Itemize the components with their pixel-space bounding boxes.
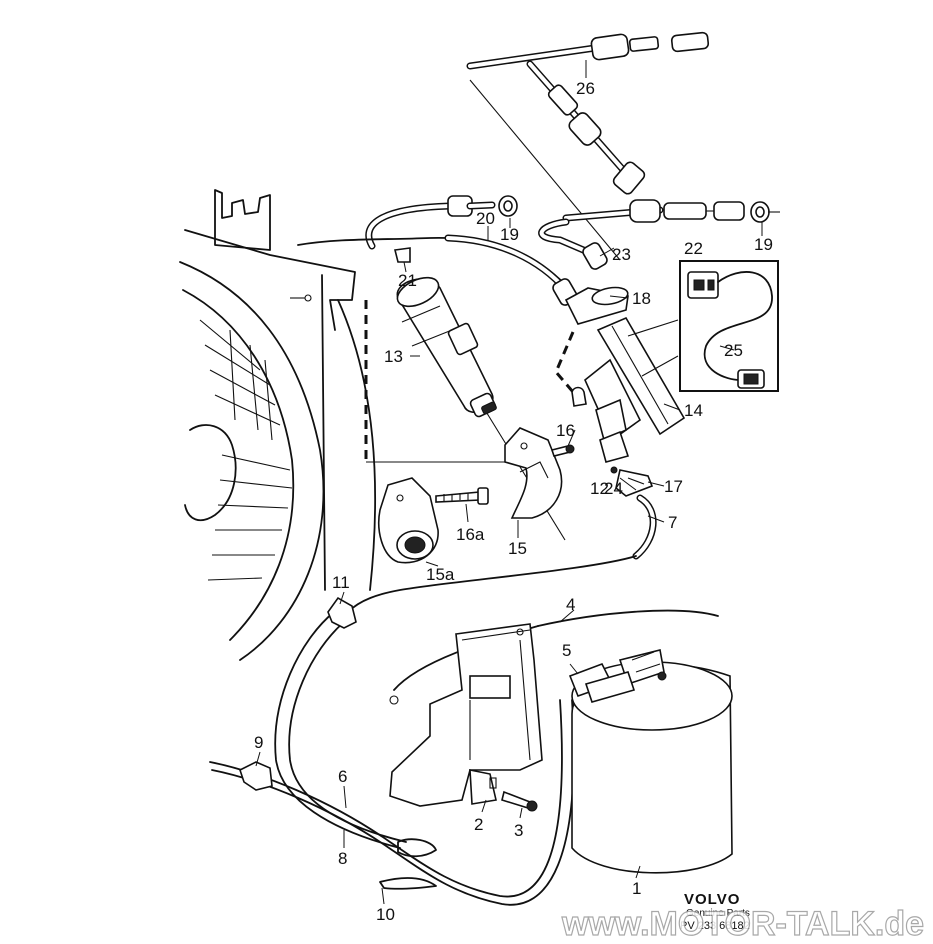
callout-12: 12: [590, 479, 609, 498]
hose-assembly-26: [466, 31, 710, 195]
callout-9: 9: [254, 733, 263, 752]
bracket-15a: [378, 477, 489, 564]
callout-13: 13: [384, 347, 403, 366]
genuine-parts-label: Genuine Parts: [686, 908, 750, 919]
hose-assembly-23: [538, 199, 780, 270]
callout-3: 3: [514, 821, 523, 840]
callout-7: 7: [668, 513, 677, 532]
callout-16: 16: [556, 421, 575, 440]
callout-26: 26: [576, 79, 595, 98]
volvo-branding: VOLVO Genuine Parts PV 233 68182: [680, 891, 750, 932]
callout-15: 15: [508, 539, 527, 558]
part-code: PV 233 68182: [680, 920, 750, 932]
callout-11: 11: [332, 573, 350, 592]
callout-8: 8: [338, 849, 347, 868]
valve-13: [396, 276, 497, 418]
callout-19a: 19: [500, 225, 519, 244]
mounting-guides: [364, 79, 621, 541]
callout-22: 22: [684, 239, 703, 258]
callout-19b: 19: [754, 235, 773, 254]
leader-lines: [255, 60, 763, 905]
callout-1: 1: [632, 879, 641, 898]
watermark: www.MOTOR-TALK.de: [561, 905, 924, 943]
callout-5: 5: [562, 641, 571, 660]
callout-14: 14: [684, 401, 703, 420]
callout-21: 21: [398, 271, 417, 290]
callout-16a: 16a: [456, 525, 485, 544]
bracket-2: [389, 623, 543, 812]
callout-10: 10: [376, 905, 395, 924]
callout-24: 24: [604, 479, 623, 498]
canister-1: [568, 649, 733, 874]
fuel-lines-6-8-10: [209, 596, 575, 906]
volvo-logo: VOLVO: [684, 891, 740, 908]
callout-20: 20: [476, 209, 495, 228]
purge-valve-14: [564, 286, 686, 497]
callout-17: 17: [664, 477, 683, 496]
harness-inset-22-25: [627, 260, 779, 392]
fan-shroud: [179, 189, 377, 661]
callout-2: 2: [474, 815, 483, 834]
callout-15a: 15a: [426, 565, 455, 584]
callout-labels: 26 20 19 23 19 22 21 18 13 25 14 16 12 2…: [254, 79, 773, 924]
hose-assembly-20-21: [297, 195, 578, 306]
callout-23: 23: [612, 245, 631, 264]
bracket-15: [504, 427, 575, 519]
callout-6: 6: [338, 767, 347, 786]
callout-4: 4: [566, 595, 575, 614]
callout-18: 18: [632, 289, 651, 308]
callout-25: 25: [724, 341, 743, 360]
